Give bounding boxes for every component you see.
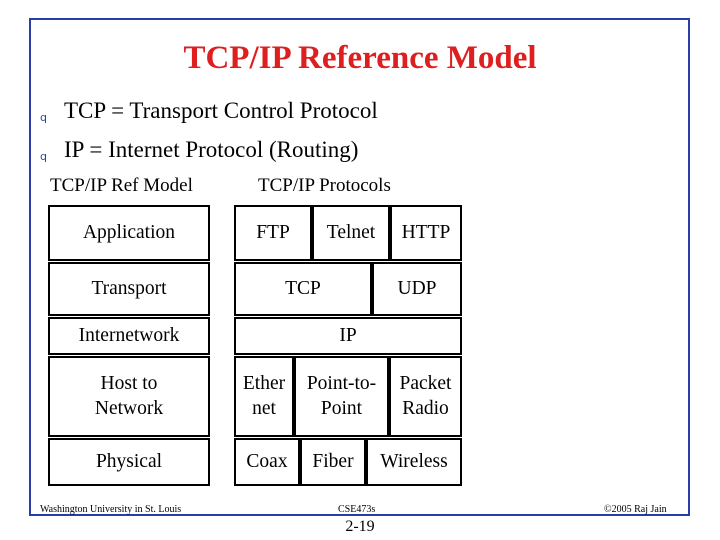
protocol-fiber: Fiber — [300, 438, 366, 486]
slide-number: 2-19 — [345, 518, 375, 535]
layer-transport: Transport — [48, 262, 210, 316]
protocol-wireless: Wireless — [366, 438, 462, 486]
footer-copyright: ©2005 Raj Jain — [604, 504, 667, 515]
bullet-text: TCP = Transport Control Protocol — [64, 98, 378, 123]
layer-application: Application — [48, 205, 210, 261]
protocol-http: HTTP — [390, 205, 462, 261]
layer-host-to-network: Host to Network — [48, 356, 210, 437]
bullet-text: IP = Internet Protocol (Routing) — [64, 137, 359, 162]
protocols-header: TCP/IP Protocols — [258, 175, 391, 196]
protocol-tcp: TCP — [234, 262, 372, 316]
bullet-marker-icon: q — [40, 150, 47, 163]
protocol-coax: Coax — [234, 438, 300, 486]
protocol-ethernet: Ether net — [234, 356, 294, 437]
slide-title: TCP/IP Reference Model — [183, 40, 537, 76]
protocol-packet-radio: Packet Radio — [389, 356, 462, 437]
layer-physical: Physical — [48, 438, 210, 486]
bullet-marker-icon: q — [40, 111, 47, 124]
protocol-udp: UDP — [372, 262, 462, 316]
protocol-ip: IP — [234, 317, 462, 355]
footer-institution: Washington University in St. Louis — [40, 504, 182, 515]
layer-internetwork: Internetwork — [48, 317, 210, 355]
footer-course: CSE473s — [338, 504, 376, 515]
ref-model-header: TCP/IP Ref Model — [50, 175, 193, 196]
protocol-ftp: FTP — [234, 205, 312, 261]
protocol-point-to-point: Point-to- Point — [294, 356, 389, 437]
slide-frame — [29, 18, 690, 516]
protocol-telnet: Telnet — [312, 205, 390, 261]
